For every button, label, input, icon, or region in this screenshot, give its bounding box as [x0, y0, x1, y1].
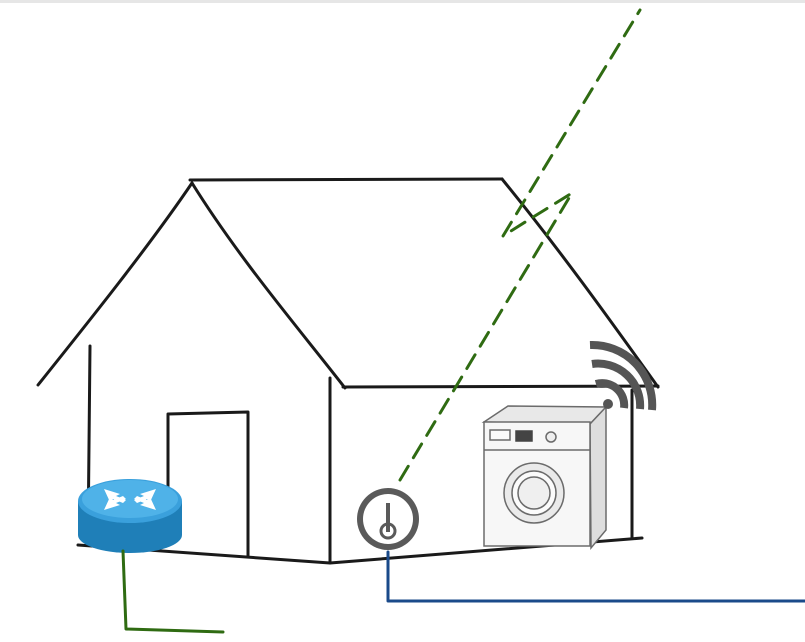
wifi-signal-icon: [590, 345, 652, 410]
gable-diagonal: [192, 183, 345, 388]
meter-cable: [388, 552, 805, 601]
smart-meter-icon: [357, 488, 419, 550]
roof-ridge: [190, 179, 502, 180]
roof-right-edge: [502, 179, 658, 387]
washing-machine-icon: [484, 406, 606, 548]
roof-left-edge: [38, 183, 192, 385]
router-cable: [123, 551, 223, 632]
router-icon: [78, 479, 182, 553]
